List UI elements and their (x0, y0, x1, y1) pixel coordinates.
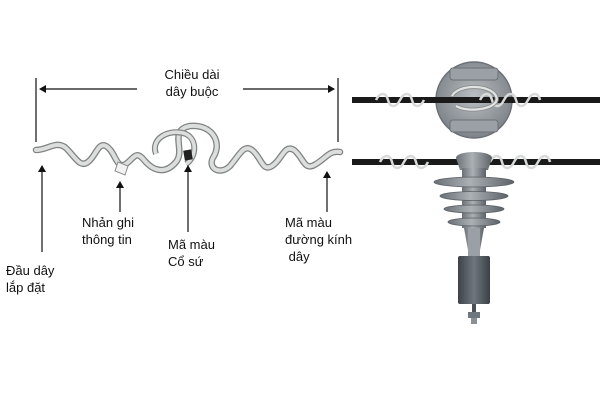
diameter-code-line1: Mã màu (285, 215, 332, 230)
diameter-code-label: Mã màu đường kính dây (285, 214, 352, 265)
tie-length-label-line2: dây buộc (165, 84, 219, 99)
diameter-code-line3: dây (285, 249, 310, 264)
insulator-top-view (352, 61, 600, 139)
insulator-color-band (183, 149, 193, 161)
tie-length-dimension (35, 78, 339, 142)
label-tag-line1: Nhản ghi (82, 215, 135, 230)
pointer-arrows (38, 165, 331, 252)
preformed-tie-wire (32, 122, 344, 176)
install-end-line1: Đầu dây (6, 263, 55, 278)
insulator-code-line2: Cổ sứ (168, 254, 204, 269)
install-end-line2: lắp đặt (6, 280, 46, 295)
info-tag (114, 161, 129, 176)
label-tag-line2: thông tin (82, 232, 132, 247)
install-end-label: Đầu dây lắp đặt (6, 262, 54, 296)
insulator-code-line1: Mã màu (168, 237, 215, 252)
diameter-code-line2: đường kính (285, 232, 353, 247)
insulator-side-view (352, 152, 600, 324)
tie-length-label-line1: Chiều dài (164, 67, 220, 82)
tie-length-label: Chiều dài dây buộc (148, 66, 236, 100)
insulator-code-label: Mã màu Cổ sứ (168, 236, 215, 270)
label-tag-label: Nhản ghi thông tin (82, 214, 134, 248)
